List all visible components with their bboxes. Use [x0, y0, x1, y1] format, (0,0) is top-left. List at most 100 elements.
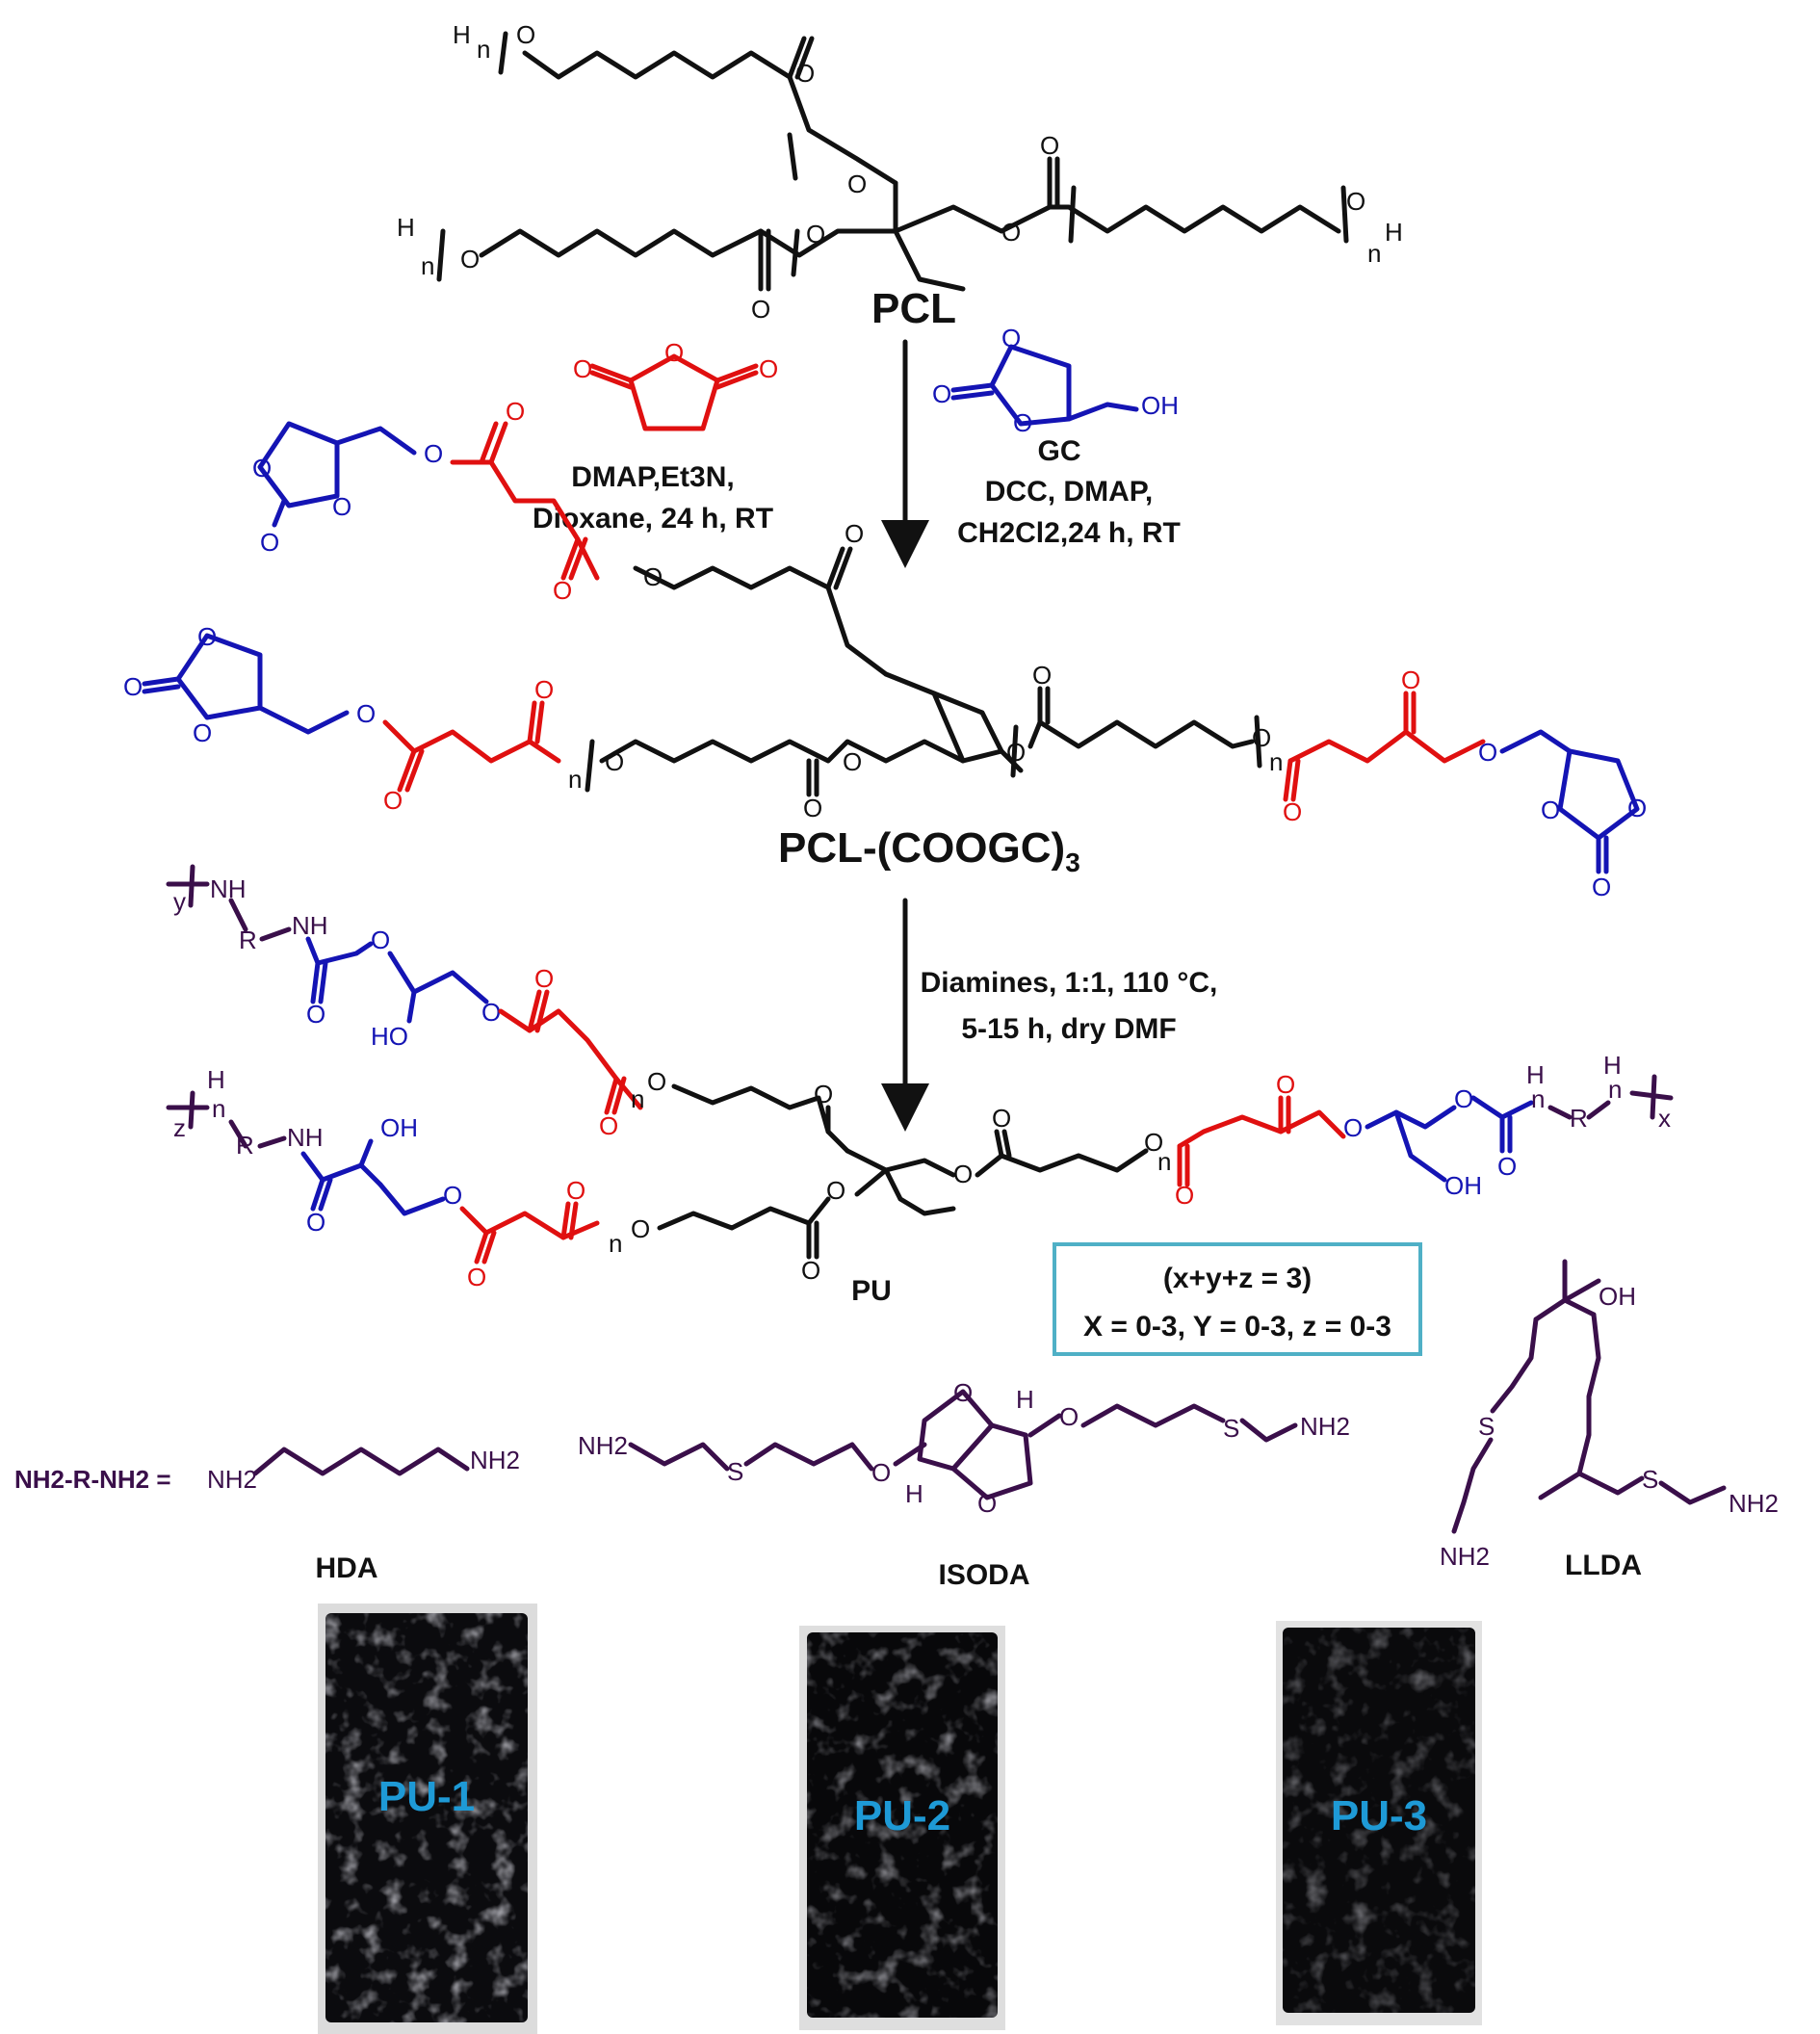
atom-o: O	[460, 245, 480, 274]
atom-n: n	[1269, 747, 1283, 776]
atom-o: O	[424, 439, 443, 468]
atom-o: O	[631, 1214, 650, 1243]
atom-x: x	[1658, 1104, 1671, 1133]
atom-o: O	[306, 1000, 325, 1029]
atom-oh: OH	[380, 1113, 418, 1142]
atom-n: n	[568, 765, 582, 794]
glycerol-carbonate: O O O OH GC	[932, 324, 1179, 467]
atom-o: O	[553, 576, 572, 605]
succinic-anhydride: O O O	[573, 338, 778, 431]
atom-o: O	[1001, 324, 1021, 352]
atom-o: O	[843, 747, 862, 776]
atom-o: O	[1478, 738, 1497, 767]
atom-nh: n	[1531, 1084, 1545, 1113]
atom-o: O	[803, 794, 822, 822]
atom-o: O	[953, 1378, 973, 1407]
atom-y: y	[173, 887, 186, 916]
pcl-coogc-structure: O O O O O O O O O O O O O O n O O O O O …	[123, 397, 1647, 901]
atom-h: H	[397, 213, 415, 242]
atom-o: O	[806, 220, 825, 248]
atom-s: S	[1642, 1465, 1658, 1494]
atom-nh: NH	[292, 911, 328, 940]
atom-o: O	[383, 786, 403, 815]
atom-oh: OH	[1599, 1282, 1636, 1311]
atom-o: O	[1001, 218, 1021, 247]
atom-nh: n	[1608, 1075, 1622, 1104]
atom-n: n	[631, 1084, 644, 1113]
atom-o: O	[826, 1176, 845, 1205]
atom-h: H	[1385, 218, 1403, 247]
sample-label-pu-3: PU-3	[1331, 1792, 1427, 1839]
atom-o: O	[599, 1111, 618, 1140]
label-llda: LLDA	[1565, 1550, 1642, 1581]
atom-r: R	[236, 1131, 254, 1160]
atom-o: O	[759, 354, 778, 383]
atom-nh2: NH2	[207, 1465, 257, 1494]
label-gc: GC	[1038, 435, 1081, 467]
atom-nh2: NH2	[578, 1431, 628, 1460]
atom-nh2: NH2	[470, 1446, 520, 1474]
step2-line2: 5-15 h, dry DMF	[961, 1013, 1176, 1045]
label-isoda: ISODA	[938, 1559, 1029, 1591]
atom-o: O	[1276, 1070, 1295, 1099]
atom-r: R	[239, 926, 257, 954]
label-pu: PU	[851, 1275, 892, 1307]
atom-o: O	[306, 1208, 325, 1237]
step1-left-line1: DMAP,Et3N,	[571, 461, 734, 493]
atom-o: O	[664, 338, 684, 367]
atom-h: H	[207, 1065, 225, 1094]
atom-nh2: NH2	[1729, 1489, 1779, 1518]
atom-s: S	[1223, 1414, 1239, 1443]
atom-nh: NH	[210, 874, 247, 903]
atom-o: O	[332, 492, 351, 521]
atom-o: O	[932, 379, 951, 408]
atom-o: O	[566, 1176, 585, 1205]
atom-o: O	[1343, 1113, 1363, 1142]
atom-o: O	[801, 1256, 820, 1285]
atom-o: O	[871, 1458, 891, 1487]
atom-nh: n	[212, 1094, 225, 1123]
atom-o: O	[481, 998, 501, 1027]
atom-o: O	[371, 926, 390, 954]
atom-ho: HO	[371, 1022, 408, 1051]
atom-o: O	[516, 20, 535, 49]
atom-o: O	[252, 454, 272, 482]
atom-o: O	[605, 747, 624, 776]
atom-oh: OH	[1444, 1171, 1482, 1200]
atom-o: O	[845, 519, 864, 548]
atom-o: O	[751, 295, 770, 324]
atom-h: H	[1016, 1385, 1034, 1414]
atom-o: O	[1627, 794, 1647, 822]
atom-oh: OH	[1141, 391, 1179, 420]
atom-h: H	[905, 1479, 923, 1508]
atom-o: O	[506, 397, 525, 426]
stoichiometry-box: (x+y+z = 3) X = 0-3, Y = 0-3, z = 0-3	[1053, 1242, 1422, 1356]
atom-r: R	[1570, 1104, 1588, 1133]
step1-right-line1: DCC, DMAP,	[985, 476, 1153, 508]
atom-o: O	[197, 622, 217, 651]
atom-o: O	[260, 528, 279, 557]
pu-structure: y NH R NH O O HO O O O n O O z H n R NH …	[166, 864, 1674, 1307]
atom-o: O	[1541, 795, 1560, 824]
atom-h: H	[1526, 1060, 1545, 1089]
atom-o: O	[992, 1104, 1011, 1133]
atom-o: O	[1454, 1084, 1473, 1113]
step2-line1: Diamines, 1:1, 110 °C,	[921, 967, 1218, 999]
atom-o: O	[1401, 665, 1420, 694]
diamine-definition-label: NH2-R-NH2 =	[14, 1465, 171, 1494]
sample-photo-pu-2: PU-2	[799, 1626, 1005, 2030]
atom-n: n	[477, 35, 490, 64]
sample-photo-pu-1: PU-1	[318, 1604, 537, 2034]
pcl-structure: H n O O O H n O O O O O O H n PCL	[397, 20, 1403, 332]
atom-o: O	[467, 1263, 486, 1291]
atom-s: S	[727, 1457, 743, 1486]
atom-o: O	[847, 170, 867, 198]
atom-o: O	[1059, 1402, 1079, 1431]
atom-n: n	[1367, 239, 1381, 268]
stoich-line1: (x+y+z = 3)	[1163, 1263, 1312, 1294]
atom-h: H	[453, 20, 471, 49]
atom-o: O	[356, 699, 376, 728]
atom-o: O	[443, 1181, 462, 1210]
label-pcl-coogc: PCL-(COOGC)3	[778, 824, 1080, 877]
